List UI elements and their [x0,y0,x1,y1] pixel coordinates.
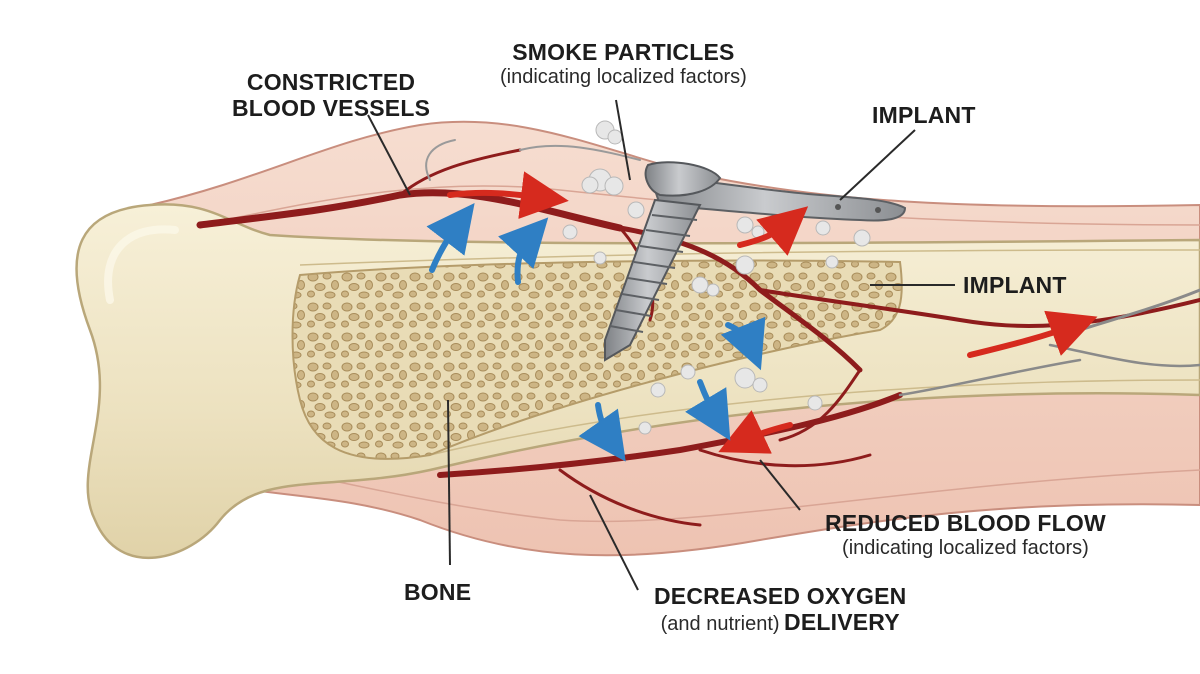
label-reduced-title: REDUCED BLOOD FLOW [825,511,1106,537]
label-constricted-line2: BLOOD VESSELS [232,96,430,122]
label-smoke-sub: (indicating localized factors) [500,66,747,88]
label-constricted-blood-vessels: CONSTRICTED BLOOD VESSELS [232,70,430,122]
label-oxygen-line2-bold: DELIVERY [784,609,900,635]
label-oxygen-line2-prefix: (and nutrient) [661,613,780,635]
label-constricted-line1: CONSTRICTED [232,70,430,96]
label-decreased-oxygen: DECREASED OXYGEN (and nutrient) DELIVERY [654,584,906,636]
label-oxygen-line1: DECREASED OXYGEN [654,584,906,610]
label-oxygen-line2: (and nutrient) DELIVERY [654,610,906,636]
label-bone: BONE [404,580,471,606]
label-reduced-sub: (indicating localized factors) [825,537,1106,559]
label-reduced-blood-flow: REDUCED BLOOD FLOW (indicating localized… [825,511,1106,559]
label-smoke-particles: SMOKE PARTICLES (indicating localized fa… [500,40,747,88]
label-implant-right: IMPLANT [963,273,1067,299]
label-implant-top: IMPLANT [872,103,976,129]
label-smoke-title: SMOKE PARTICLES [500,40,747,66]
